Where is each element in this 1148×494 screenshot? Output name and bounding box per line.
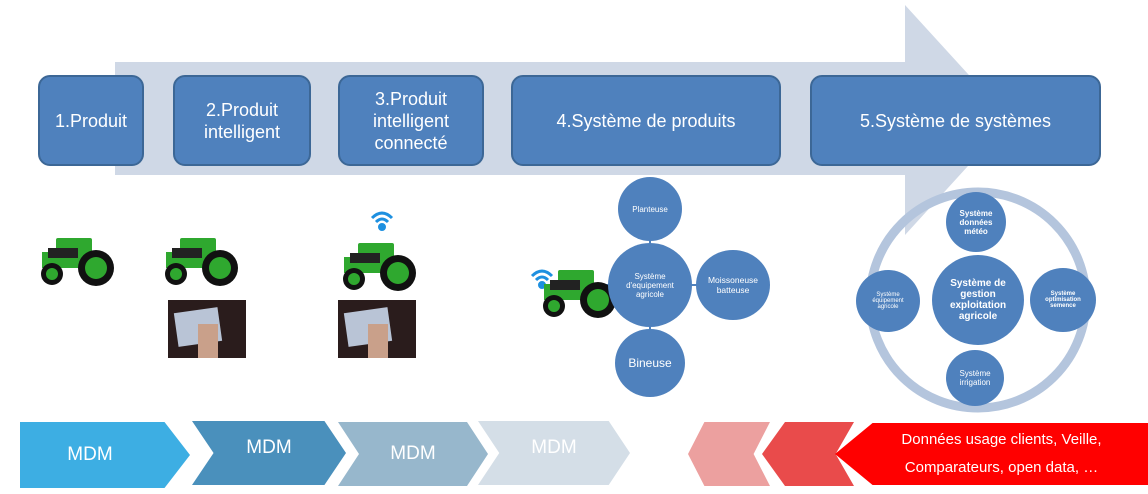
node-gestion-exploitation: Système de gestion exploitation agricole [932,255,1024,345]
mdm-chevron-3: MDM [338,422,488,486]
mdm-label: MDM [246,437,292,458]
stage-label: 2.Produit intelligent [203,99,281,142]
node-label: Bineuse [628,356,672,370]
tractor-icon [165,238,238,286]
stage-label: 4.Système de produits [556,110,736,131]
node-equipement: Système équipement agricole [856,270,920,332]
node-meteo: Système données météo [946,192,1006,252]
node-label: Système irrigation [959,369,991,387]
stage-label: 3.Produit intelligent connecté [372,88,450,153]
node-label: Système d'equipement agricole [626,271,674,299]
node-semence: Système optimisation semence [1030,268,1096,332]
stage-label: 5.Système de systèmes [859,110,1052,131]
mdm-chevron-4: MDM [478,421,630,485]
external-data-label: Données usage clients, Veille, Comparate… [901,431,1102,476]
stage-1-box: 1.Produit [38,75,144,166]
external-data-chevron: Données usage clients, Veille, Comparate… [835,423,1148,485]
node-bineuse: Bineuse [615,329,685,397]
node-label: Système optimisation semence [1045,291,1081,309]
node-label: Système équipement agricole [872,292,904,310]
mdm-label: MDM [390,443,436,464]
tablet-icon [168,300,246,358]
node-irrigation: Système irrigation [946,350,1004,406]
stage-4-box: 4.Système de produits [511,75,781,166]
wifi-icon [370,211,394,231]
stage-label: 1.Produit [54,110,128,131]
mdm-label: MDM [531,437,577,458]
tractor-icon [343,243,416,291]
tablet-icon [338,300,416,358]
node-moissoneuse: Moissoneuse batteuse [696,250,770,320]
node-label: Moissoneuse batteuse [707,275,759,295]
tractor-icon [41,238,114,286]
mdm-chevron-1: MDM [20,422,190,488]
node-systeme-equipement: Système d'equipement agricole [608,243,692,327]
stage-3-box: 3.Produit intelligent connecté [338,75,484,166]
mdm-label: MDM [67,444,113,465]
stage-5-box: 5.Système de systèmes [810,75,1101,166]
node-label: Système données météo [959,208,993,236]
node-planteuse: Planteuse [618,177,682,241]
node-label: Système de gestion exploitation agricole [949,278,1007,322]
mdm-chevron-2: MDM [192,421,346,485]
node-label: Planteuse [632,204,668,214]
stage-2-box: 2.Produit intelligent [173,75,311,166]
